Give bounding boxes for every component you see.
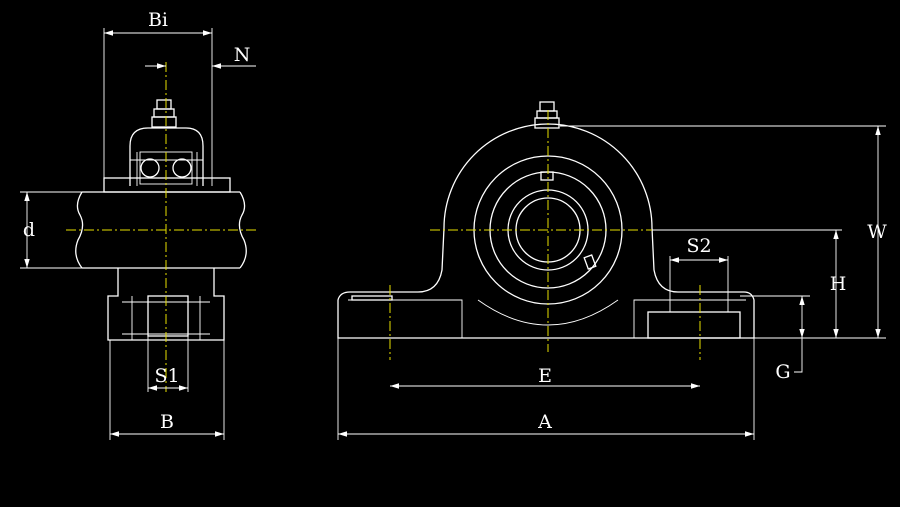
label-W: W bbox=[867, 221, 887, 243]
label-N: N bbox=[234, 44, 251, 66]
label-Bi: Bi bbox=[148, 9, 168, 31]
side-view bbox=[20, 28, 258, 440]
grease-nipple-front bbox=[534, 101, 560, 129]
label-d: d bbox=[23, 219, 35, 241]
label-B: B bbox=[160, 411, 174, 433]
housing-top-side bbox=[129, 127, 204, 186]
grease-nipple-side bbox=[151, 99, 177, 128]
dimension-labels: Bi N d S1 B S2 W H G E A bbox=[23, 9, 887, 433]
label-E: E bbox=[538, 365, 552, 387]
label-H: H bbox=[830, 273, 847, 295]
housing-body-front bbox=[337, 123, 755, 339]
front-view bbox=[337, 101, 886, 440]
label-S1: S1 bbox=[154, 365, 179, 387]
label-A: A bbox=[537, 411, 552, 433]
label-S2: S2 bbox=[686, 235, 711, 257]
label-G: G bbox=[775, 361, 790, 383]
bolt-pad-right bbox=[647, 311, 741, 339]
